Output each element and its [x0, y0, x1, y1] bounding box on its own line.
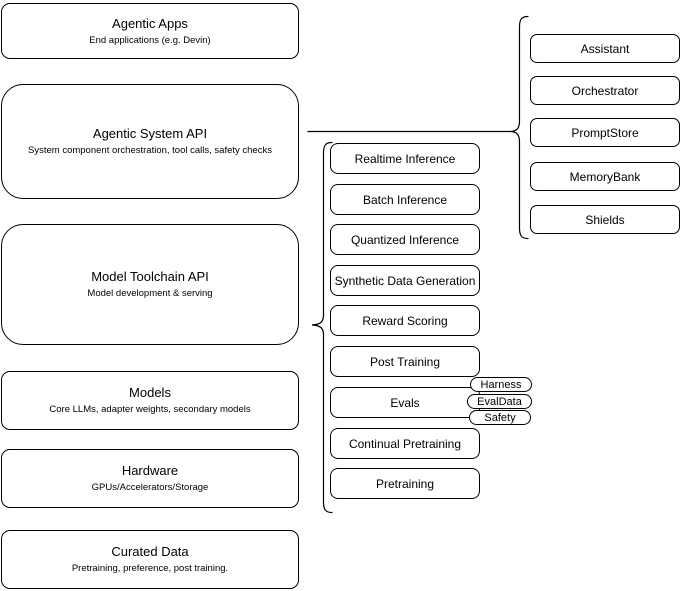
node-label: Orchestrator	[571, 83, 639, 98]
node-reward-scoring: Reward Scoring	[330, 305, 480, 336]
node-pretraining: Pretraining	[330, 468, 480, 499]
node-assistant: Assistant	[530, 34, 680, 63]
node-orchestrator: Orchestrator	[530, 76, 680, 105]
node-post-training: Post Training	[330, 346, 480, 377]
pill-safety: Safety	[469, 410, 531, 425]
node-models: Models Core LLMs, adapter weights, secon…	[1, 371, 299, 430]
pill-label: Safety	[484, 411, 516, 424]
node-evals: Evals	[330, 387, 480, 418]
node-subtitle: Model development & serving	[87, 288, 213, 299]
node-label: Continual Pretraining	[348, 436, 462, 451]
node-shields: Shields	[530, 205, 680, 234]
node-label: Reward Scoring	[362, 313, 448, 328]
node-title: Agentic System API	[92, 126, 208, 141]
node-subtitle: System component orchestration, tool cal…	[28, 145, 272, 156]
node-label: Batch Inference	[362, 192, 448, 207]
node-agentic-system-api: Agentic System API System component orch…	[1, 84, 299, 199]
node-subtitle: GPUs/Accelerators/Storage	[91, 482, 209, 493]
node-label: Pretraining	[375, 476, 435, 491]
brace-toolchain-components	[311, 141, 333, 514]
node-quantized-inference: Quantized Inference	[330, 224, 480, 255]
node-label: Shields	[585, 212, 625, 227]
node-subtitle: End applications (e.g. Devin)	[89, 34, 211, 46]
brace-system-components	[510, 15, 529, 240]
node-synthetic-data-generation: Synthetic Data Generation	[330, 265, 480, 296]
node-model-toolchain-api: Model Toolchain API Model development & …	[1, 224, 299, 345]
node-label: Assistant	[580, 41, 630, 56]
node-label: PromptStore	[571, 125, 639, 140]
node-continual-pretraining: Continual Pretraining	[330, 428, 480, 459]
node-batch-inference: Batch Inference	[330, 184, 480, 215]
pill-label: Harness	[480, 378, 522, 391]
node-subtitle: Pretraining, preference, post training.	[71, 563, 229, 574]
node-promptstore: PromptStore	[530, 118, 680, 147]
node-title: Models	[129, 385, 171, 400]
node-label: MemoryBank	[569, 169, 641, 184]
node-curated-data: Curated Data Pretraining, preference, po…	[1, 530, 299, 589]
node-agentic-apps: Agentic Apps End applications (e.g. Devi…	[1, 3, 299, 59]
node-label: Post Training	[369, 354, 441, 369]
node-subtitle: Core LLMs, adapter weights, secondary mo…	[49, 404, 251, 415]
node-label: Evals	[390, 395, 420, 410]
node-realtime-inference: Realtime Inference	[330, 143, 480, 174]
pill-harness: Harness	[470, 377, 532, 392]
pill-label: EvalData	[477, 395, 522, 408]
node-title: Hardware	[121, 463, 179, 478]
node-title: Model Toolchain API	[91, 269, 209, 284]
node-title: Curated Data	[111, 544, 189, 559]
node-title: Agentic Apps	[112, 15, 188, 31]
node-hardware: Hardware GPUs/Accelerators/Storage	[1, 449, 299, 508]
node-memorybank: MemoryBank	[530, 162, 680, 191]
node-label: Synthetic Data Generation	[334, 273, 476, 288]
node-label: Realtime Inference	[354, 151, 456, 166]
pill-evaldata: EvalData	[467, 394, 532, 409]
node-label: Quantized Inference	[350, 232, 460, 247]
